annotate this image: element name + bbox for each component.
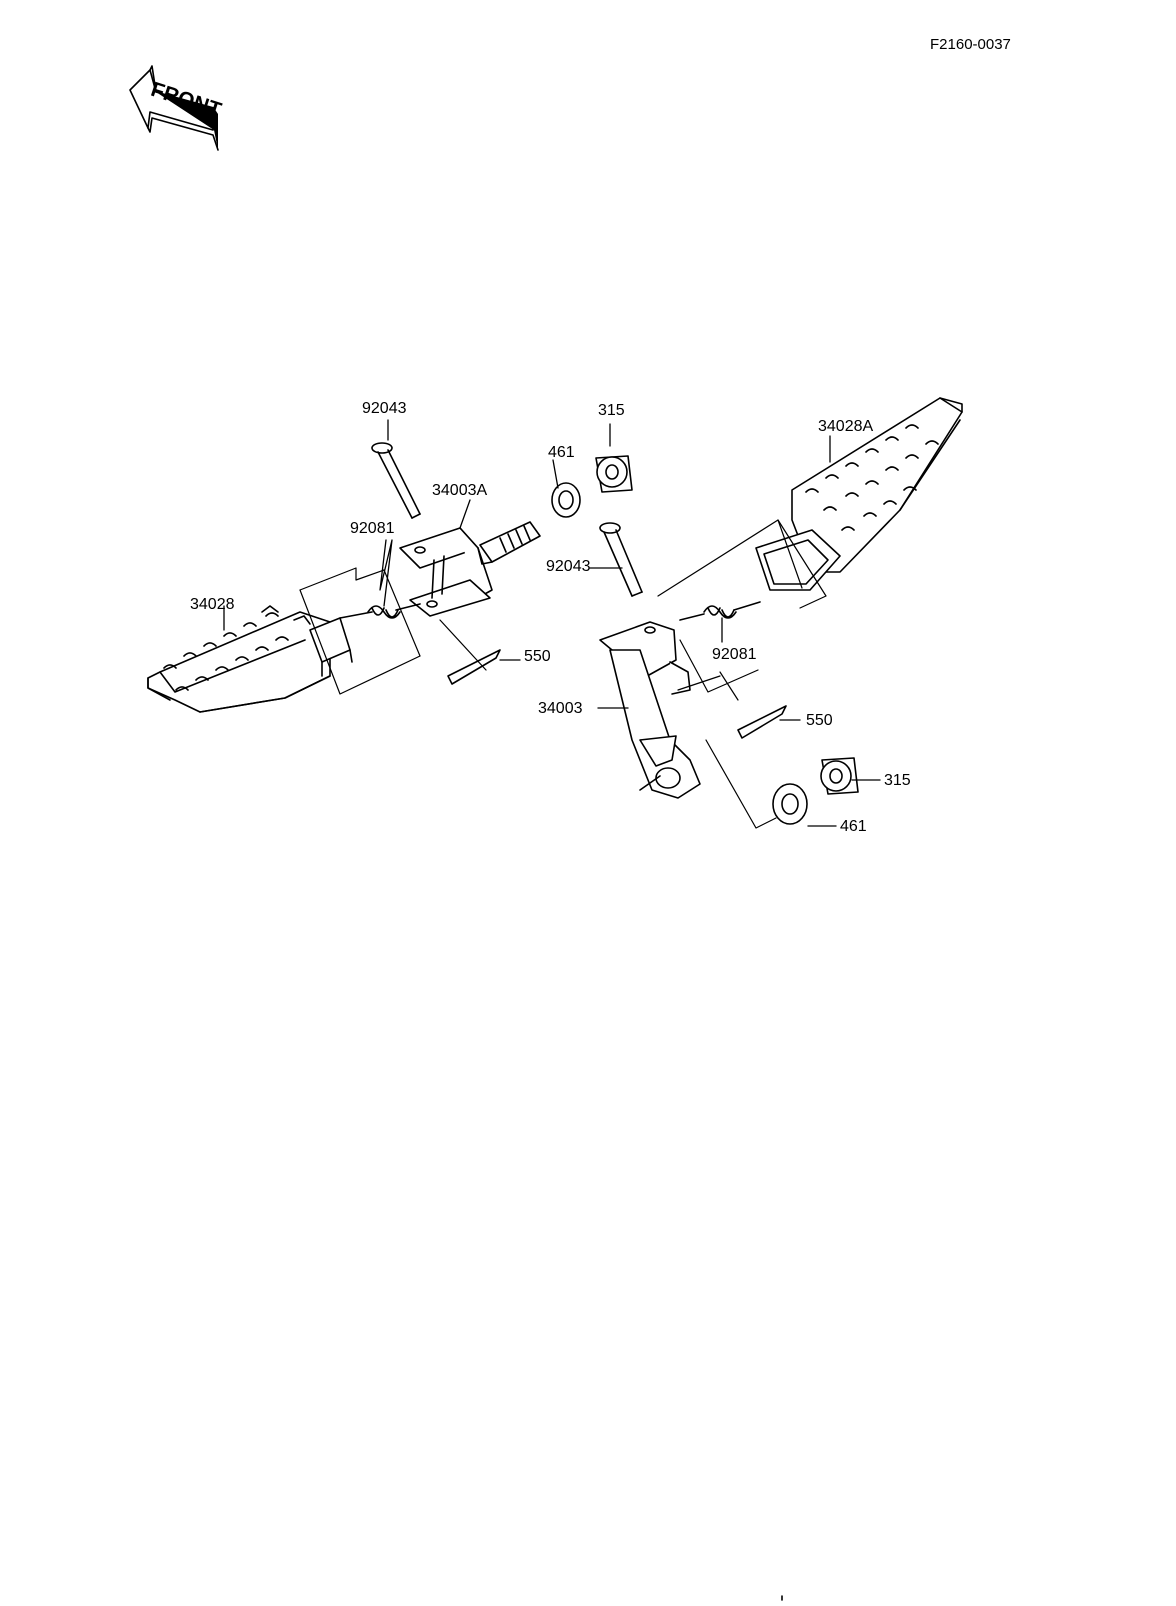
cotter-pin-right bbox=[737, 705, 787, 739]
leader-lines bbox=[223, 419, 881, 827]
diagram-code: F2160-0037 bbox=[930, 36, 1011, 53]
bracket-left bbox=[399, 521, 541, 617]
label-34003: 34003 bbox=[538, 700, 583, 717]
label-461-top: 461 bbox=[548, 444, 575, 461]
spring-left bbox=[339, 603, 421, 619]
label-315-top: 315 bbox=[598, 402, 625, 419]
assembly-lines-right bbox=[657, 519, 827, 829]
washer-left bbox=[551, 482, 581, 518]
label-550-right: 550 bbox=[806, 712, 833, 729]
footrest-right bbox=[755, 397, 963, 591]
label-34028: 34028 bbox=[190, 596, 235, 613]
clevis-pin-right bbox=[599, 522, 643, 597]
clevis-pin-left bbox=[371, 442, 421, 519]
label-92043-left: 92043 bbox=[362, 400, 407, 417]
label-92081-left: 92081 bbox=[350, 520, 395, 537]
front-arrow-icon: FRONT bbox=[129, 65, 224, 151]
label-550-left: 550 bbox=[524, 648, 551, 665]
bracket-right bbox=[599, 621, 701, 799]
label-34028A: 34028A bbox=[818, 418, 874, 435]
label-461-bottom: 461 bbox=[840, 818, 867, 835]
label-92043-right: 92043 bbox=[546, 558, 591, 575]
cotter-pin-left bbox=[447, 649, 501, 685]
label-315-bottom: 315 bbox=[884, 772, 911, 789]
spring-right bbox=[679, 601, 761, 621]
washer-right bbox=[772, 783, 808, 825]
nut-right bbox=[820, 757, 859, 795]
nut-left bbox=[595, 455, 633, 493]
footrest-left bbox=[147, 605, 353, 713]
assembly-lines-left bbox=[299, 567, 487, 695]
label-92081-right: 92081 bbox=[712, 646, 757, 663]
label-34003A: 34003A bbox=[432, 482, 488, 499]
